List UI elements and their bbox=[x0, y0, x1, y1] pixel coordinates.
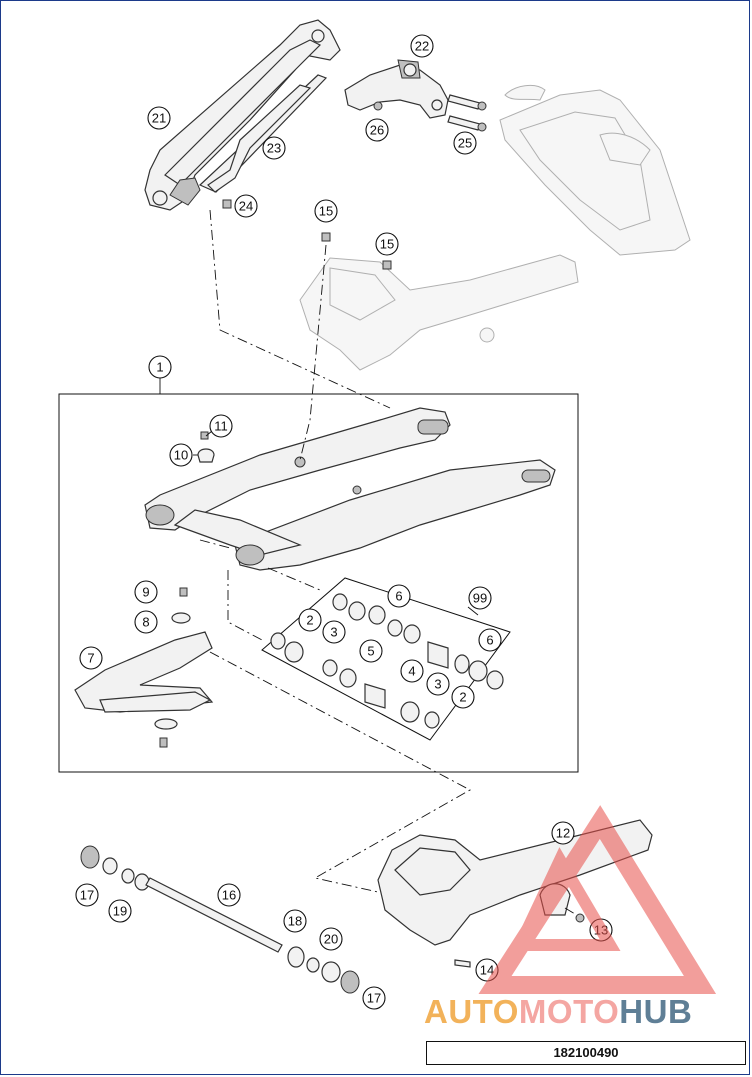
svg-text:15: 15 bbox=[319, 204, 333, 219]
svg-text:2: 2 bbox=[459, 690, 466, 705]
callout-15b: 15 bbox=[375, 232, 399, 256]
svg-text:15: 15 bbox=[380, 237, 394, 252]
svg-text:3: 3 bbox=[434, 677, 441, 692]
svg-text:2: 2 bbox=[306, 613, 313, 628]
svg-text:8: 8 bbox=[142, 615, 149, 630]
callout-20: 20 bbox=[319, 927, 343, 951]
svg-text:24: 24 bbox=[239, 199, 253, 214]
callout-2a: 2 bbox=[298, 608, 322, 632]
svg-text:17: 17 bbox=[367, 991, 381, 1006]
callout-21: 21 bbox=[147, 106, 171, 130]
watermark-hub: HUB bbox=[619, 993, 693, 1030]
watermark-triangle bbox=[478, 805, 717, 994]
svg-text:21: 21 bbox=[152, 111, 166, 126]
swingarm bbox=[144, 407, 556, 571]
svg-text:23: 23 bbox=[267, 141, 281, 156]
svg-text:11: 11 bbox=[214, 419, 228, 434]
svg-text:22: 22 bbox=[415, 39, 429, 54]
callout-18: 18 bbox=[283, 909, 307, 933]
callout-25: 25 bbox=[453, 131, 477, 155]
callout-11: 11 bbox=[209, 414, 233, 438]
svg-text:20: 20 bbox=[324, 932, 338, 947]
svg-text:6: 6 bbox=[395, 589, 402, 604]
callout-8: 8 bbox=[134, 610, 158, 634]
callout-12: 12 bbox=[551, 821, 575, 845]
screw-11 bbox=[200, 431, 209, 440]
callout-99: 99 bbox=[468, 586, 492, 610]
svg-text:4: 4 bbox=[408, 664, 415, 679]
watermark-moto: MOTO bbox=[518, 993, 620, 1030]
svg-text:99: 99 bbox=[473, 591, 487, 606]
svg-text:26: 26 bbox=[370, 123, 384, 138]
assembly-lines bbox=[199, 209, 576, 915]
callout-22: 22 bbox=[410, 34, 434, 58]
svg-text:1: 1 bbox=[156, 360, 163, 375]
callout-4: 4 bbox=[400, 659, 424, 683]
leader-lines bbox=[159, 378, 479, 616]
nut-13 bbox=[575, 913, 585, 923]
svg-text:3: 3 bbox=[330, 625, 337, 640]
svg-text:18: 18 bbox=[288, 914, 302, 929]
svg-text:12: 12 bbox=[556, 826, 570, 841]
screw-15-a bbox=[321, 232, 331, 242]
callout-23: 23 bbox=[262, 136, 286, 160]
callout-19: 19 bbox=[108, 899, 132, 923]
svg-text:9: 9 bbox=[142, 585, 149, 600]
watermark-logo: AUTOMOTOHUB bbox=[424, 993, 746, 1033]
svg-text:16: 16 bbox=[222, 888, 236, 903]
callout-10: 10 bbox=[169, 443, 193, 467]
clip-10 bbox=[197, 448, 215, 463]
screw-15-b bbox=[382, 260, 392, 270]
svg-text:10: 10 bbox=[174, 448, 188, 463]
diagram-number: 182100490 bbox=[426, 1041, 746, 1065]
screw-9 bbox=[179, 587, 188, 597]
callout-26: 26 bbox=[365, 118, 389, 142]
callout-16: 16 bbox=[217, 883, 241, 907]
callout-9: 9 bbox=[134, 580, 158, 604]
watermark-auto: AUTO bbox=[424, 993, 519, 1030]
svg-text:5: 5 bbox=[367, 644, 374, 659]
svg-text:25: 25 bbox=[458, 136, 472, 151]
callout-3b: 3 bbox=[426, 672, 450, 696]
svg-text:14: 14 bbox=[480, 963, 494, 978]
slider-screw bbox=[154, 718, 178, 748]
callout-7: 7 bbox=[79, 646, 103, 670]
washer-8 bbox=[171, 612, 191, 624]
svg-text:19: 19 bbox=[113, 904, 127, 919]
svg-text:7: 7 bbox=[87, 651, 94, 666]
callout-3a: 3 bbox=[322, 620, 346, 644]
chain-guard-ghost bbox=[299, 254, 579, 371]
callout-6b: 6 bbox=[478, 628, 502, 652]
callout-5: 5 bbox=[359, 639, 383, 663]
bolt-25-upper bbox=[447, 94, 487, 111]
svg-text:6: 6 bbox=[486, 633, 493, 648]
bolt-26 bbox=[373, 101, 383, 111]
callout-15a: 15 bbox=[314, 199, 338, 223]
bearing-kit-box bbox=[261, 577, 511, 741]
rear-fender-ghost bbox=[499, 84, 691, 256]
bolt-24 bbox=[222, 199, 232, 209]
callout-17b: 17 bbox=[362, 986, 386, 1010]
callout-6a: 6 bbox=[387, 584, 411, 608]
callout-1: 1 bbox=[148, 355, 172, 379]
bolt-25-lower bbox=[447, 115, 487, 132]
subframe-strut bbox=[144, 19, 341, 211]
bearing-kit-parts bbox=[270, 593, 504, 729]
bracket bbox=[344, 59, 449, 119]
callout-24: 24 bbox=[234, 194, 258, 218]
callout-17a: 17 bbox=[75, 883, 99, 907]
pivot-axle-group bbox=[80, 845, 360, 994]
assembly-box bbox=[58, 393, 579, 773]
strut-rail bbox=[198, 74, 328, 193]
svg-text:17: 17 bbox=[80, 888, 94, 903]
chain-slider bbox=[74, 631, 214, 713]
callout-2b: 2 bbox=[451, 685, 475, 709]
screw-14 bbox=[454, 959, 471, 968]
